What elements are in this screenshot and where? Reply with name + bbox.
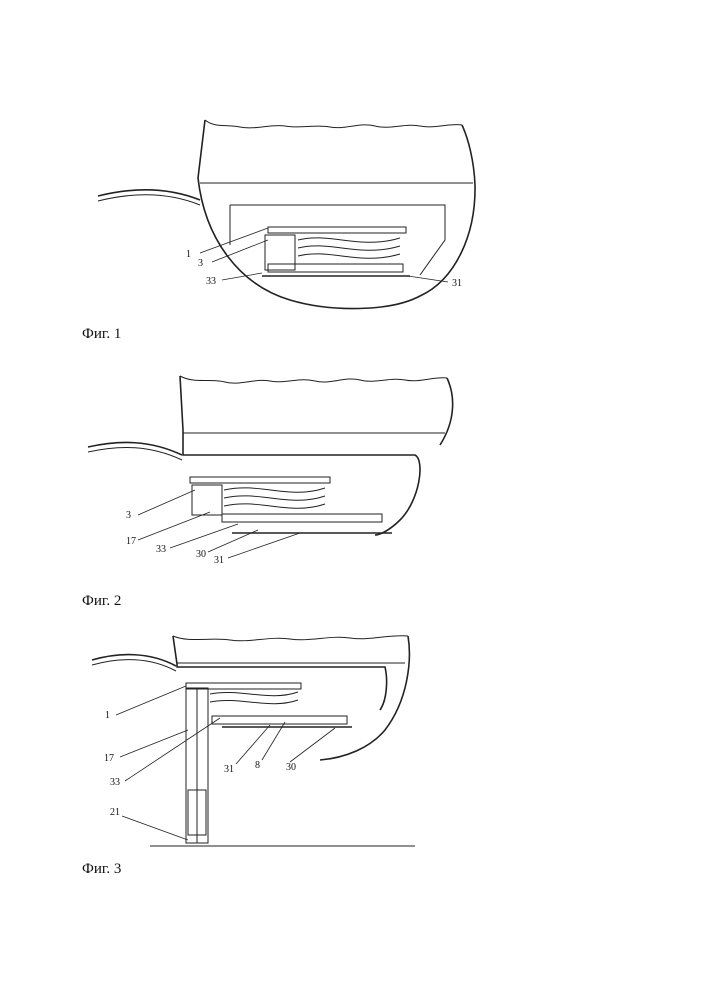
fig3-springs (210, 692, 298, 704)
fig1-leader-1 (200, 228, 268, 253)
fig1-leader-31 (408, 276, 448, 282)
fig3-cable-b (92, 660, 176, 671)
fig2-cable (88, 442, 182, 455)
fig2-block (192, 485, 222, 515)
fig1-roof-outline (198, 120, 475, 309)
fig2-cut-edge (180, 376, 447, 383)
fig1-label-31: 31 (452, 278, 462, 289)
figure-3: 1 17 33 21 31 8 30 (92, 636, 415, 846)
fig2-roof-outline (180, 376, 453, 535)
fig3-label-8: 8 (255, 760, 260, 771)
fig2-springs (224, 488, 325, 508)
fig3-label-31: 31 (224, 764, 234, 775)
fig2-leader-3 (138, 490, 195, 515)
fig1-label-3: 3 (198, 258, 203, 269)
fig1-springs (298, 238, 400, 258)
fig3-leader-30 (290, 728, 335, 762)
fig3-cut-edge (173, 636, 408, 641)
fig2-label-3: 3 (126, 510, 131, 521)
fig3-label-1: 1 (105, 710, 110, 721)
fig1-label-1: 1 (186, 249, 191, 260)
fig3-leader-1 (116, 686, 186, 715)
fig1-caption: Фиг. 1 (82, 326, 121, 343)
fig1-cut-edge (205, 120, 462, 128)
fig2-tray (222, 514, 382, 522)
fig2-leader-31 (228, 533, 300, 558)
fig2-label-33: 33 (156, 544, 166, 555)
figure-1: 1 3 33 31 (98, 120, 475, 309)
fig2-label-31: 31 (214, 555, 224, 566)
fig1-tray (268, 264, 403, 272)
fig3-label-17: 17 (104, 753, 114, 764)
fig3-label-30: 30 (286, 762, 296, 773)
fig3-label-33: 33 (110, 777, 120, 788)
fig1-leader-3 (212, 240, 268, 262)
fig1-block (265, 235, 295, 270)
fig3-tray (212, 716, 347, 724)
fig2-caption: Фиг. 2 (82, 593, 121, 610)
fig2-label-30: 30 (196, 549, 206, 560)
fig3-leader-17 (120, 730, 188, 757)
fig3-caption: Фиг. 3 (82, 861, 121, 878)
fig1-label-33: 33 (206, 276, 216, 287)
figure-2: 3 17 33 30 31 (88, 376, 453, 566)
fig1-top-rail (268, 227, 406, 233)
fig3-leader-21 (122, 816, 188, 840)
fig3-leader-31 (236, 725, 270, 764)
fig3-label-21: 21 (110, 807, 120, 818)
fig2-top-rail (190, 477, 330, 483)
fig2-leader-17 (138, 512, 210, 540)
fig2-label-17: 17 (126, 536, 136, 547)
fig3-cable (92, 655, 176, 666)
fig1-leader-33 (222, 273, 262, 280)
fig2-leader-33 (170, 524, 238, 548)
fig1-cable-b (98, 195, 200, 205)
